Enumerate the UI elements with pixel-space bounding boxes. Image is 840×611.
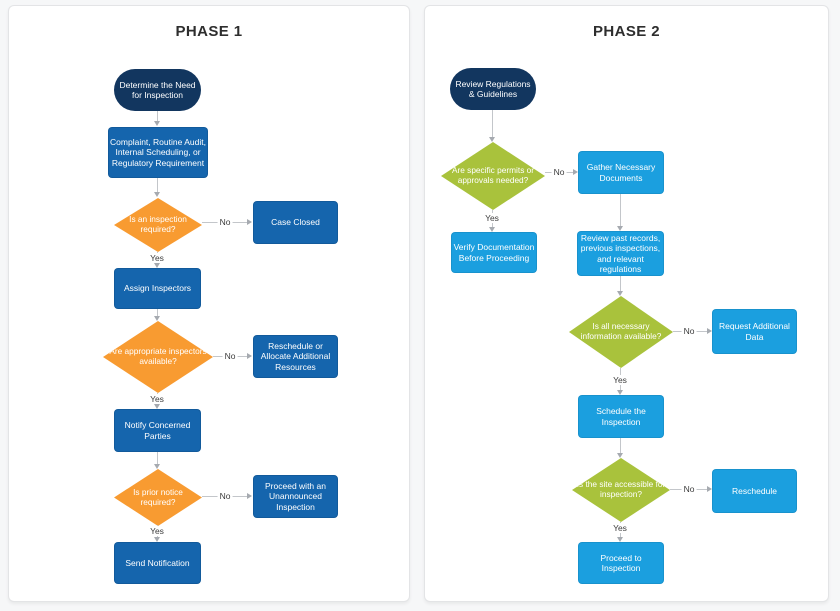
node-request-additional-data: Request Additional Data	[712, 309, 797, 354]
node-proceed-to-inspection: Proceed to Inspection	[578, 542, 664, 584]
arrow-right-icon	[247, 219, 252, 225]
connector-line	[157, 178, 158, 192]
arrow-down-icon	[617, 226, 623, 231]
arrow-down-icon	[617, 390, 623, 395]
edge-label-yes: Yes	[611, 375, 629, 385]
phase1-title: PHASE 1	[175, 23, 243, 40]
node-schedule-inspection: Schedule the Inspection	[578, 395, 664, 438]
arrow-down-icon	[617, 537, 623, 542]
arrow-down-icon	[154, 537, 160, 542]
arrow-down-icon	[154, 121, 160, 126]
connector-line	[620, 438, 621, 453]
arrow-down-icon	[154, 464, 160, 469]
node-q-site-accessible: Is the site accessible for inspection?	[572, 458, 670, 522]
arrow-right-icon	[247, 493, 252, 499]
node-review-past-records: Review past records, previous inspection…	[577, 231, 664, 276]
node-determine-need: Determine the Need for Inspection	[114, 69, 201, 111]
arrow-right-icon	[573, 169, 578, 175]
edge-label-yes: Yes	[148, 394, 166, 404]
edge-label-no: No	[551, 167, 567, 177]
connector-line	[157, 309, 158, 316]
phase2-panel: PHASE 2 Review Regulations & Guidelines …	[424, 5, 829, 602]
edge-label-yes: Yes	[483, 213, 501, 223]
edge-label-yes: Yes	[611, 523, 629, 533]
edge-label-no: No	[222, 351, 238, 361]
connector-line	[492, 110, 493, 137]
node-q-prior-notice: Is prior notice required?	[114, 469, 202, 526]
phase1-panel: PHASE 1 Determine the Need for Inspectio…	[8, 5, 410, 602]
edge-label-yes: Yes	[148, 526, 166, 536]
node-q-inspectors-available: Are appropriate inspectors available?	[103, 321, 213, 393]
node-q-information-available: Is all necessary information available?	[569, 296, 673, 368]
node-verify-documentation: Verify Documentation Before Proceeding	[451, 232, 537, 273]
phase2-title: PHASE 2	[593, 23, 660, 40]
node-reschedule: Reschedule	[712, 469, 797, 513]
node-case-closed: Case Closed	[253, 201, 338, 244]
connector-line	[620, 194, 621, 226]
node-send-notification: Send Notification	[114, 542, 201, 584]
arrow-down-icon	[489, 137, 495, 142]
connector-line	[157, 111, 158, 121]
edge-label-yes: Yes	[148, 253, 166, 263]
arrow-down-icon	[617, 453, 623, 458]
node-notify-parties: Notify Concerned Parties	[114, 409, 201, 452]
arrow-down-icon	[489, 227, 495, 232]
arrow-down-icon	[617, 291, 623, 296]
node-q-permits-needed: Are specific permits or approvals needed…	[441, 142, 545, 210]
edge-label-no: No	[217, 491, 233, 501]
arrow-right-icon	[247, 353, 252, 359]
node-reschedule-or-allocate: Reschedule or Allocate Additional Resour…	[253, 335, 338, 378]
edge-label-no: No	[681, 484, 697, 494]
node-trigger-sources: Complaint, Routine Audit, Internal Sched…	[108, 127, 208, 178]
arrow-down-icon	[154, 263, 160, 268]
arrow-down-icon	[154, 316, 160, 321]
arrow-right-icon	[707, 486, 712, 492]
arrow-right-icon	[707, 328, 712, 334]
node-q-inspection-required: Is an inspection required?	[114, 198, 202, 252]
edge-label-no: No	[681, 326, 697, 336]
connector-line	[157, 452, 158, 464]
node-gather-documents: Gather Necessary Documents	[578, 151, 664, 194]
connector-line	[620, 276, 621, 291]
arrow-down-icon	[154, 404, 160, 409]
node-review-regulations: Review Regulations & Guidelines	[450, 68, 536, 110]
node-unannounced-inspection: Proceed with an Unannounced Inspection	[253, 475, 338, 518]
edge-label-no: No	[217, 217, 233, 227]
node-assign-inspectors: Assign Inspectors	[114, 268, 201, 309]
arrow-down-icon	[154, 192, 160, 197]
